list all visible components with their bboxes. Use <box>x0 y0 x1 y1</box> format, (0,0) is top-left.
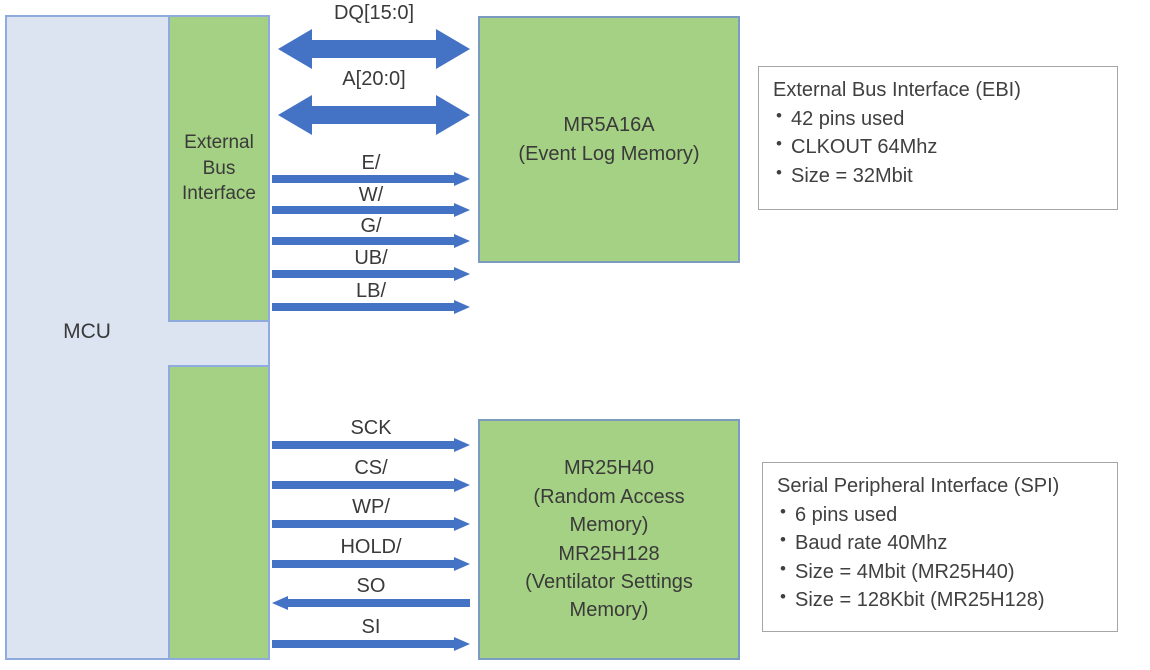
signal-label-e: E/ <box>361 152 381 174</box>
signal-arrow-w <box>272 203 470 217</box>
signal-label-g: G/ <box>360 215 382 237</box>
note-spi-item: Size = 4Mbit (MR25H40) <box>777 557 1103 586</box>
note-spi-item: Baud rate 40Mhz <box>777 528 1103 557</box>
signal-arrow-g <box>272 234 470 248</box>
signal-label-w: W/ <box>358 184 384 206</box>
mem-spi-line-2: (Random Access <box>533 485 685 508</box>
signal-label-ub: UB/ <box>354 247 388 269</box>
signal-arrow-e <box>272 172 470 186</box>
mcu-external-bus-interface-block: External Bus Interface <box>168 15 270 322</box>
ebi-label-line-2: Bus <box>202 157 236 179</box>
note-box-ebi: External Bus Interface (EBI) 42 pins use… <box>758 66 1118 210</box>
external-bus-interface-label: External Bus Interface <box>180 130 258 207</box>
mcu-label: MCU <box>63 320 111 343</box>
mcu-spi-interface-block <box>168 365 270 660</box>
bus-arrow-a <box>278 95 470 135</box>
mem-spi-line-6: Memory) <box>569 599 649 622</box>
signal-arrow-ub <box>272 267 470 281</box>
signal-label-cs: CS/ <box>354 457 388 479</box>
note-box-spi: Serial Peripheral Interface (SPI) 6 pins… <box>762 462 1118 632</box>
mem-spi-line-1: MR25H40 <box>563 457 655 480</box>
mem-spi-line-3: Memory) <box>569 514 649 537</box>
signal-arrow-so <box>272 596 470 610</box>
ebi-label-line-1: External <box>184 132 254 154</box>
note-ebi-list: 42 pins used CLKOUT 64Mhz Size = 32Mbit <box>773 104 1103 190</box>
ebi-label-line-3: Interface <box>182 183 256 205</box>
mem-event-log-line-2: (Event Log Memory) <box>518 142 700 165</box>
note-spi-title: Serial Peripheral Interface (SPI) <box>777 475 1060 497</box>
signal-arrow-wp <box>272 517 470 531</box>
mem-event-log-line-1: MR5A16A <box>563 114 655 137</box>
bus-arrow-dq <box>278 29 470 69</box>
note-ebi-item: CLKOUT 64Mhz <box>773 132 1103 161</box>
signal-label-lb: LB/ <box>355 280 387 302</box>
note-spi-list: 6 pins used Baud rate 40Mhz Size = 4Mbit… <box>777 500 1103 615</box>
mem-spi-line-5: (Ventilator Settings <box>525 570 693 593</box>
signal-arrow-lb <box>272 300 470 314</box>
note-spi-item: 6 pins used <box>777 500 1103 529</box>
note-ebi-item: 42 pins used <box>773 104 1103 133</box>
signal-arrow-hold <box>272 557 470 571</box>
signal-arrow-si <box>272 637 470 651</box>
memory-block-event-log: MR5A16A (Event Log Memory) <box>478 16 740 263</box>
signal-label-a: A[20:0] <box>342 68 406 90</box>
note-spi-item: Size = 128Kbit (MR25H128) <box>777 585 1103 614</box>
signal-label-sck: SCK <box>350 417 392 439</box>
signal-label-wp: WP/ <box>352 496 390 518</box>
signal-label-hold: HOLD/ <box>340 536 402 558</box>
signal-arrow-sck <box>272 438 470 452</box>
note-ebi-title: External Bus Interface (EBI) <box>773 79 1021 101</box>
mem-spi-line-4: MR25H128 <box>558 542 660 565</box>
memory-event-log-label: MR5A16A (Event Log Memory) <box>508 111 709 168</box>
memory-spi-label: MR25H40 (Random Access Memory) MR25H128 … <box>515 454 703 624</box>
note-ebi-item: Size = 32Mbit <box>773 161 1103 190</box>
signal-label-so: SO <box>356 575 386 597</box>
memory-block-spi: MR25H40 (Random Access Memory) MR25H128 … <box>478 419 740 660</box>
signal-label-dq: DQ[15:0] <box>333 2 415 24</box>
signal-arrow-cs <box>272 478 470 492</box>
signal-label-si: SI <box>361 616 381 638</box>
